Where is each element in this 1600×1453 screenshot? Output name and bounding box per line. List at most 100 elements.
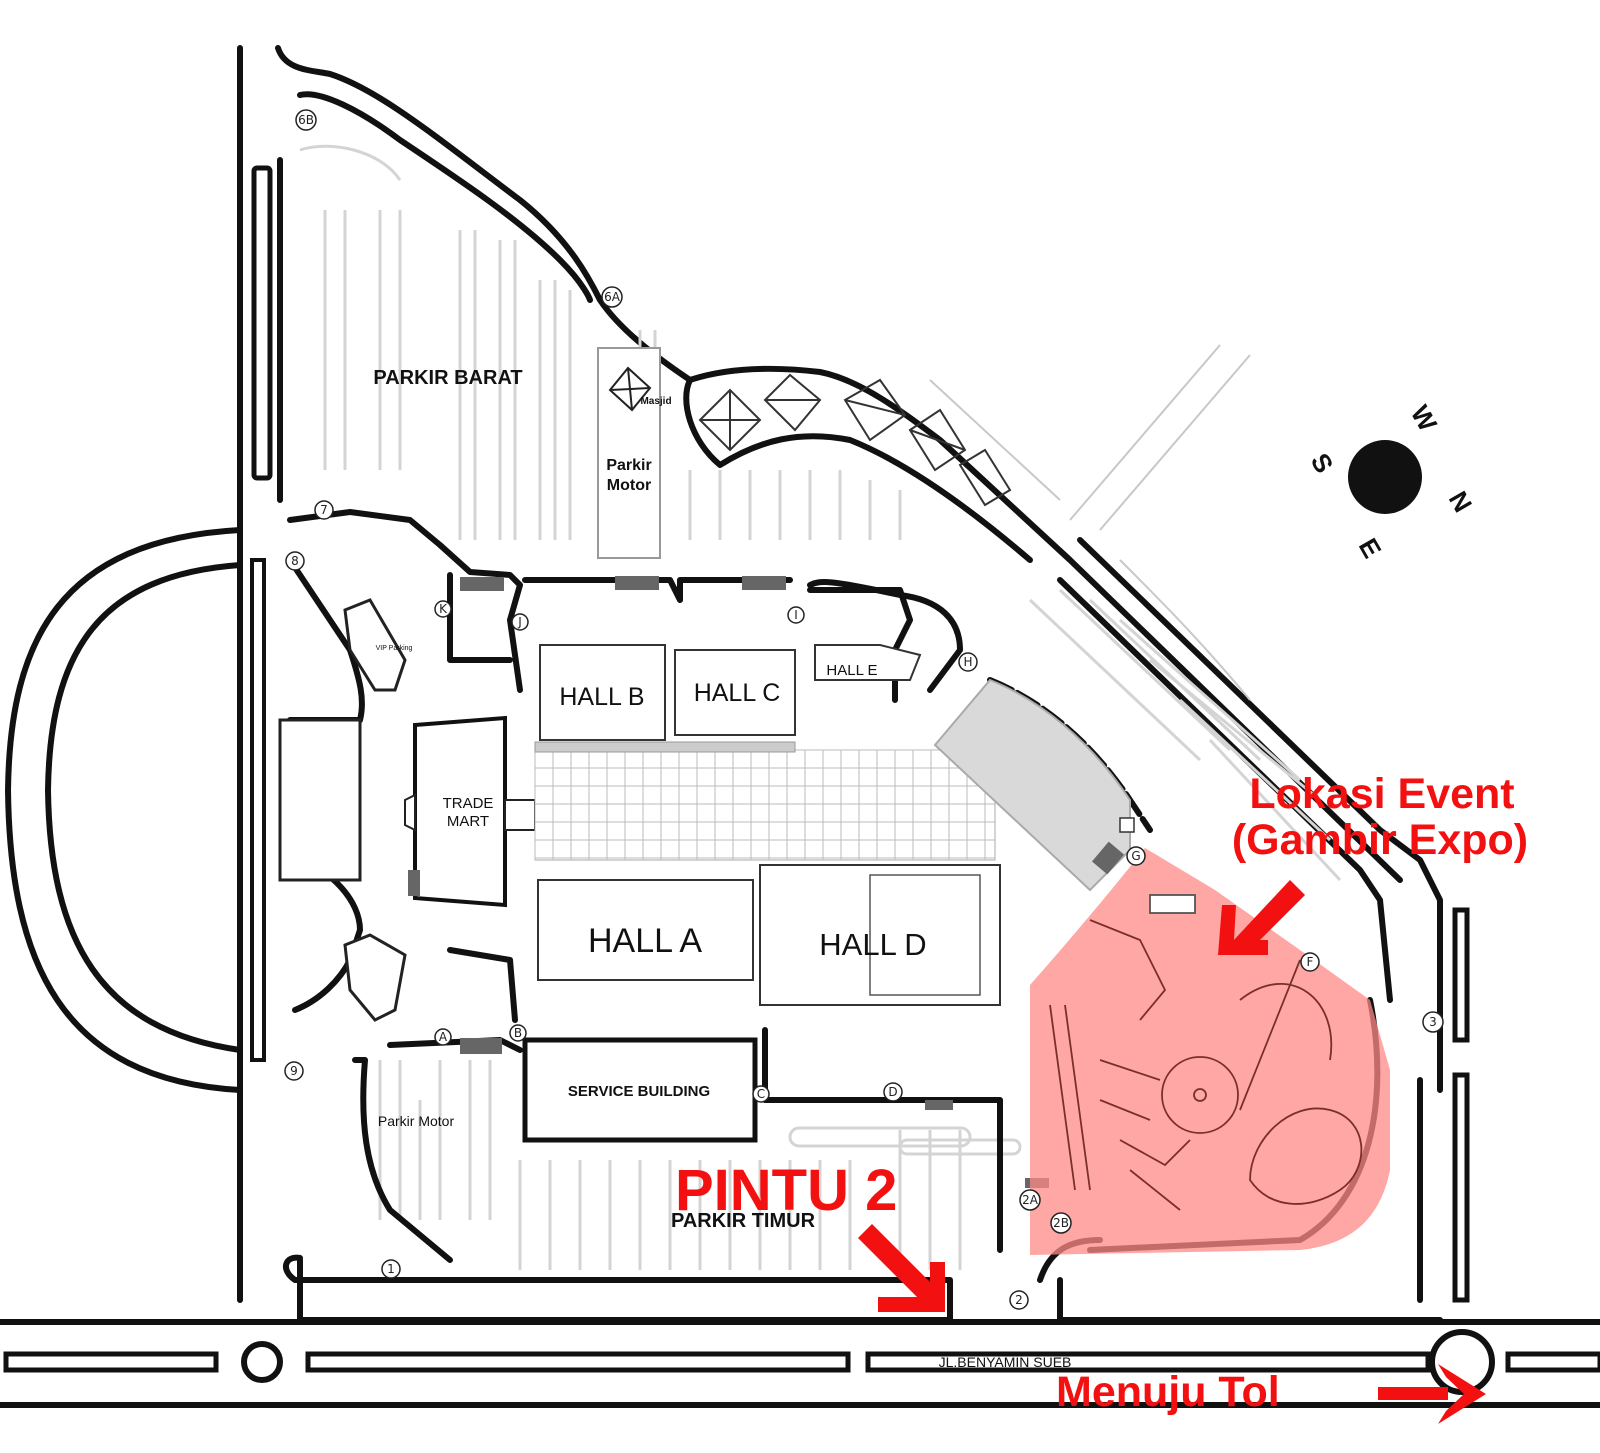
east-road-outer — [1077, 537, 1443, 1093]
gate-i[interactable]: I — [787, 606, 805, 624]
west-loop-outer — [5, 527, 243, 1093]
label-trade-mart-2[interactable]: MART — [447, 813, 489, 830]
compass-w: W — [1405, 400, 1443, 437]
label-masjid[interactable]: Masjid — [640, 396, 671, 407]
trade-mart-link — [504, 799, 536, 831]
svg-text:G: G — [1131, 849, 1140, 863]
ne-diagonal-inner — [683, 377, 1033, 563]
compass-e: E — [1353, 533, 1388, 563]
svg-text:1: 1 — [387, 1262, 395, 1276]
central-plaza — [534, 749, 996, 861]
label-hall-a[interactable]: HALL A — [588, 922, 702, 960]
label-hall-d[interactable]: HALL D — [819, 927, 926, 962]
label-parkir-timur[interactable]: PARKIR TIMUR — [671, 1210, 816, 1232]
gate-b[interactable]: B — [509, 1024, 527, 1042]
hall-d-south-road — [762, 1097, 1003, 1253]
svg-text:I: I — [794, 608, 798, 622]
label-service-building[interactable]: SERVICE BUILDING — [568, 1083, 710, 1100]
gate-h[interactable]: H — [958, 652, 978, 672]
gate-d[interactable]: D — [883, 1082, 903, 1102]
label-hall-c[interactable]: HALL C — [694, 679, 781, 707]
hall-e-building — [814, 644, 922, 681]
south-east-road — [1057, 1277, 1443, 1323]
parking-lots — [299, 144, 1342, 1270]
hall-b-west-road — [447, 572, 513, 663]
map-labels: PARKIR BARAT Masjid Parkir Motor VIP Par… — [373, 367, 1071, 1370]
arrow-to-tol-icon — [1378, 1364, 1486, 1424]
svg-text:F: F — [1307, 955, 1314, 969]
east-median-lower — [1452, 1072, 1470, 1303]
gate-g[interactable]: G — [1126, 846, 1146, 866]
sw-parking-building — [343, 933, 407, 1022]
gambir-expo-plan — [1049, 894, 1363, 1211]
west-loop-median — [250, 558, 266, 1062]
svg-text:A: A — [439, 1030, 448, 1044]
trade-mart-entrance — [408, 870, 420, 896]
vip-parking-building — [343, 598, 407, 692]
menuju-tol-label: Menuju Tol — [1056, 1368, 1280, 1416]
hall-d-building — [759, 864, 1001, 1006]
arrow-pintu-2-icon — [858, 1224, 945, 1312]
hall-a-building — [537, 879, 754, 981]
gate-f[interactable]: F — [1300, 952, 1320, 972]
gate-6a[interactable]: 6A — [601, 286, 623, 308]
label-parkir-motor-north-1[interactable]: Parkir — [606, 457, 651, 474]
svg-text:8: 8 — [291, 554, 299, 568]
outer-roads — [0, 45, 1600, 1408]
gate-c[interactable]: C — [752, 1085, 770, 1103]
red-annotations: Lokasi Event (Gambir Expo) PINTU 2 Menuj… — [675, 770, 1528, 1424]
svg-text:C: C — [757, 1087, 765, 1101]
svg-text:J: J — [517, 615, 522, 629]
hall-c-building — [674, 649, 796, 736]
label-parkir-barat[interactable]: PARKIR BARAT — [373, 367, 522, 389]
masjid-building — [608, 366, 652, 412]
svg-text:2B: 2B — [1053, 1216, 1069, 1230]
gate-3[interactable]: 3 — [1422, 1011, 1444, 1033]
north-curve-road-outer — [275, 45, 693, 383]
gate-8[interactable]: 8 — [285, 551, 305, 571]
svg-text:9: 9 — [290, 1064, 298, 1078]
gate-2a[interactable]: 2A — [1019, 1189, 1041, 1211]
hall-a-west-road — [447, 947, 518, 1023]
parkir-motor-road — [352, 1057, 453, 1263]
event-location-line2: (Gambir Expo) — [1232, 816, 1528, 864]
arrow-to-event-icon — [1218, 880, 1305, 955]
svg-text:B: B — [514, 1026, 522, 1040]
compass-s: S — [1305, 448, 1340, 478]
gambir-expo-highlight[interactable] — [1030, 848, 1390, 1255]
svg-text:6A: 6A — [604, 290, 621, 304]
gate-6b[interactable]: 6B — [295, 109, 317, 131]
ne-diagonal-outer — [687, 365, 1403, 883]
svg-text:3: 3 — [1429, 1015, 1437, 1029]
main-road-median-4 — [1505, 1351, 1600, 1373]
gate-2b[interactable]: 2B — [1050, 1212, 1072, 1234]
label-hall-b[interactable]: HALL B — [559, 683, 644, 711]
label-trade-mart-1[interactable]: TRADE — [443, 795, 494, 812]
label-hall-e[interactable]: HALL E — [826, 662, 877, 679]
label-vip-parking[interactable]: VIP Parking — [376, 645, 413, 652]
gate-j[interactable]: J — [511, 613, 529, 631]
svg-text:K: K — [439, 602, 448, 616]
svg-text:6B: 6B — [298, 113, 314, 127]
label-parkir-motor-south[interactable]: Parkir Motor — [378, 1113, 455, 1129]
label-parkir-motor-north-2[interactable]: Motor — [607, 477, 651, 494]
gate-2[interactable]: 2 — [1009, 1290, 1029, 1310]
buildings — [278, 347, 1135, 1188]
roundabout-west — [241, 1341, 283, 1383]
gate-a[interactable]: A — [434, 1028, 452, 1046]
east-road-inner — [1057, 577, 1393, 1003]
grey-building — [933, 678, 1131, 892]
main-road-median-3 — [865, 1351, 1431, 1373]
trade-mart-building — [413, 715, 507, 908]
gate-9[interactable]: 9 — [284, 1061, 304, 1081]
label-road-name: JL.BENYAMIN SUEB — [939, 1354, 1072, 1370]
event-location-line1: Lokasi Event — [1249, 770, 1514, 818]
svg-text:2: 2 — [1015, 1293, 1023, 1307]
compass-n: N — [1443, 486, 1478, 517]
nw-internal-road — [287, 509, 523, 693]
faint-roads-ne — [929, 344, 1251, 701]
gate-1[interactable]: 1 — [381, 1259, 401, 1279]
gate-7[interactable]: 7 — [314, 500, 334, 520]
gate-k[interactable]: K — [434, 600, 452, 618]
